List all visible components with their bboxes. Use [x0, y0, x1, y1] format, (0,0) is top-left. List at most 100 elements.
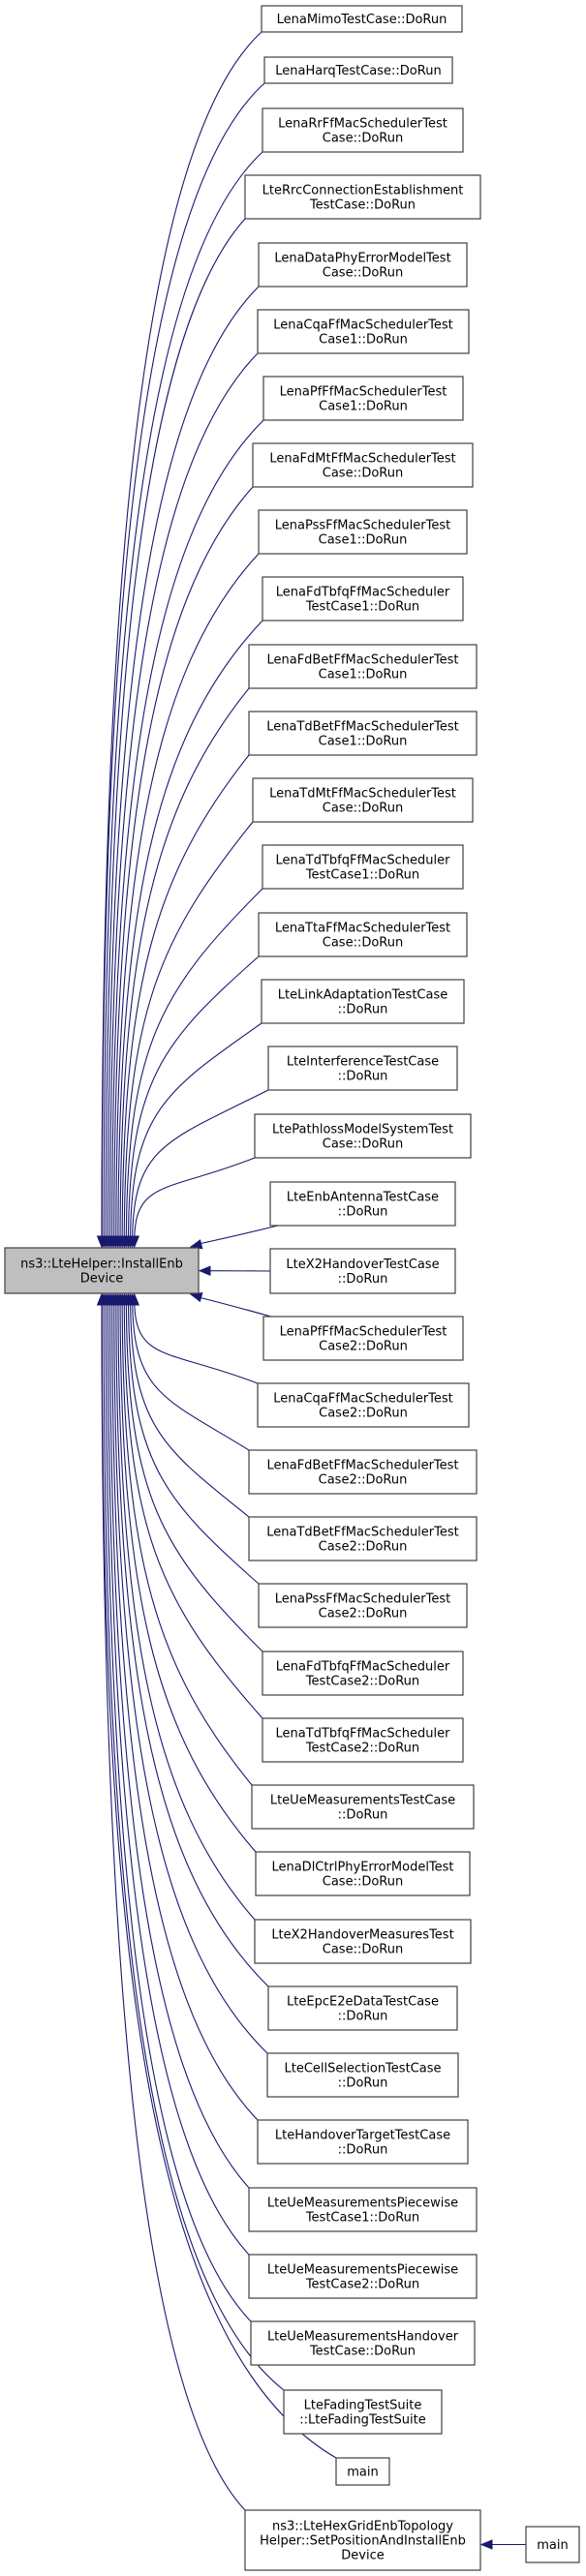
node-box — [255, 1851, 471, 1896]
node-label-line: ::DoRun — [338, 1003, 388, 1017]
node-label-line: LenaFdMtFfMacSchedulerTest — [269, 452, 455, 467]
call-edge — [125, 888, 263, 1238]
node-box — [258, 912, 468, 957]
caller-node-lterrcconnectionestablishmenttestcase-dorun[interactable]: LteRrcConnectionEstablishmentTestCase::D… — [244, 174, 481, 220]
node-label-line: ns3::LteHelper::InstallEnb — [20, 1258, 183, 1272]
node-label-line: Case2::DoRun — [319, 1473, 408, 1488]
call-edge — [127, 1303, 260, 1585]
node-box — [262, 376, 464, 421]
node-label-line: LenaTdTbfqFfMacScheduler — [276, 854, 451, 868]
node-label-line: main — [347, 2466, 378, 2480]
caller-node-ltex2handovertestcase-dorun[interactable]: LteX2HandoverTestCase::DoRun — [269, 1248, 456, 1294]
caller-node-lteuemeasurementspiecewisetestcase1-dorun[interactable]: LteUeMeasurementsPiecewiseTestCase1::DoR… — [248, 2187, 478, 2232]
node-label-line: TestCase::DoRun — [309, 2345, 416, 2359]
call-edge — [198, 1225, 279, 1245]
call-edge — [121, 1303, 253, 1786]
node-label-line: Case1::DoRun — [319, 533, 408, 548]
node-box — [257, 309, 470, 354]
node-box — [248, 711, 478, 756]
node-box — [262, 576, 464, 621]
caller-node-lteinterferencetestcase-dorun[interactable]: LteInterferenceTestCase::DoRun — [267, 1046, 458, 1091]
node-label-line: LenaCqaFfMacSchedulerTest — [273, 1392, 453, 1407]
node-label-line: LteUeMeasurementsPiecewise — [267, 2197, 458, 2211]
caller-node-ltehandovertargettestcase-dorun[interactable]: LteHandoverTargetTestCase::DoRun — [257, 2119, 469, 2165]
node-box — [250, 2320, 476, 2366]
caller-node-main[interactable]: main — [335, 2457, 390, 2486]
node-box — [267, 1046, 458, 1091]
node-label-line: LenaRrFfMacSchedulerTest — [278, 117, 447, 132]
caller-node-lteepce2edatatestcase-dorun[interactable]: LteEpcE2eDataTestCase::DoRun — [267, 1985, 458, 2031]
node-box — [269, 1248, 456, 1294]
call-edge — [132, 1089, 269, 1238]
node-label-line: LenaTdBetFfMacSchedulerTest — [266, 720, 459, 735]
node-label-line: TestCase1::DoRun — [305, 2211, 419, 2226]
node-box — [248, 1449, 478, 1495]
call-edge — [101, 1303, 337, 2459]
arrowhead-icon — [96, 1292, 108, 1306]
node-label-line: LteInterferenceTestCase — [287, 1055, 439, 1070]
node-label-line: LenaTdBetFfMacSchedulerTest — [266, 1526, 459, 1540]
caller-node-ltecellselectiontestcase-dorun[interactable]: LteCellSelectionTestCase::DoRun — [266, 2052, 459, 2098]
node-label-line: Case::DoRun — [323, 266, 403, 281]
node-label-line: LenaPfFfMacSchedulerTest — [280, 385, 447, 400]
call-edge — [123, 1303, 263, 1719]
node-label-line: LteX2HandoverTestCase — [286, 1258, 439, 1272]
call-edge — [130, 1303, 250, 1518]
node-label-line: LteRrcConnectionEstablishment — [262, 184, 464, 198]
caller-node-lenaharqtestcase-dorun[interactable]: LenaHarqTestCase::DoRun — [263, 56, 453, 84]
call-edge — [115, 1303, 269, 1987]
node-label-line: LteHandoverTargetTestCase — [275, 2129, 450, 2143]
node-box — [261, 5, 463, 33]
node-label-line: main — [537, 2538, 568, 2553]
node-label-line: LenaDlCtrlPhyErrorModelTest — [271, 1861, 453, 1875]
call-edge — [134, 1303, 259, 1384]
caller-node-ns3-ltehexgridenbtopologyhelper-setpositionandinstallenbdevice[interactable]: ns3::LteHexGridEnbTopologyHelper::SetPos… — [244, 2509, 481, 2571]
node-label-line: TestCase1::DoRun — [305, 600, 419, 615]
caller-node-main[interactable]: main — [525, 2526, 580, 2563]
caller-node-ltefadingtestsuite-ltefadingtestsuite[interactable]: LteFadingTestSuite::LteFadingTestSuite — [283, 2389, 443, 2435]
call-edge — [115, 553, 260, 1238]
node-label-line: ::DoRun — [338, 2143, 388, 2158]
node-box — [262, 107, 464, 153]
node-box — [257, 2119, 469, 2165]
node-label-line: LteX2HandoverMeasuresTest — [271, 1928, 453, 1943]
node-box — [244, 2509, 481, 2571]
node-box — [244, 174, 481, 220]
caller-node-lteenbantennatestcase-dorun[interactable]: LteEnbAntennaTestCase::DoRun — [269, 1181, 456, 1227]
node-box — [248, 1516, 478, 1561]
caller-node-lteuemeasurementspiecewisetestcase2-dorun[interactable]: LteUeMeasurementsPiecewiseTestCase2::DoR… — [248, 2254, 478, 2299]
node-label-line: LenaTtaFfMacSchedulerTest — [275, 922, 450, 936]
caller-node-lteuemeasurementstestcase-dorun[interactable]: LteUeMeasurementsTestCase::DoRun — [251, 1784, 475, 1830]
node-box — [261, 979, 465, 1024]
node-box — [266, 2052, 459, 2098]
node-label-line: LenaPssFfMacSchedulerTest — [275, 519, 450, 533]
caller-node-lenamimotestcase-dorun[interactable]: LenaMimoTestCase::DoRun — [261, 5, 463, 33]
caller-node-ltelinkadaptationtestcase-dorun[interactable]: LteLinkAdaptationTestCase::DoRun — [261, 979, 465, 1024]
call-edge — [132, 1303, 250, 1451]
